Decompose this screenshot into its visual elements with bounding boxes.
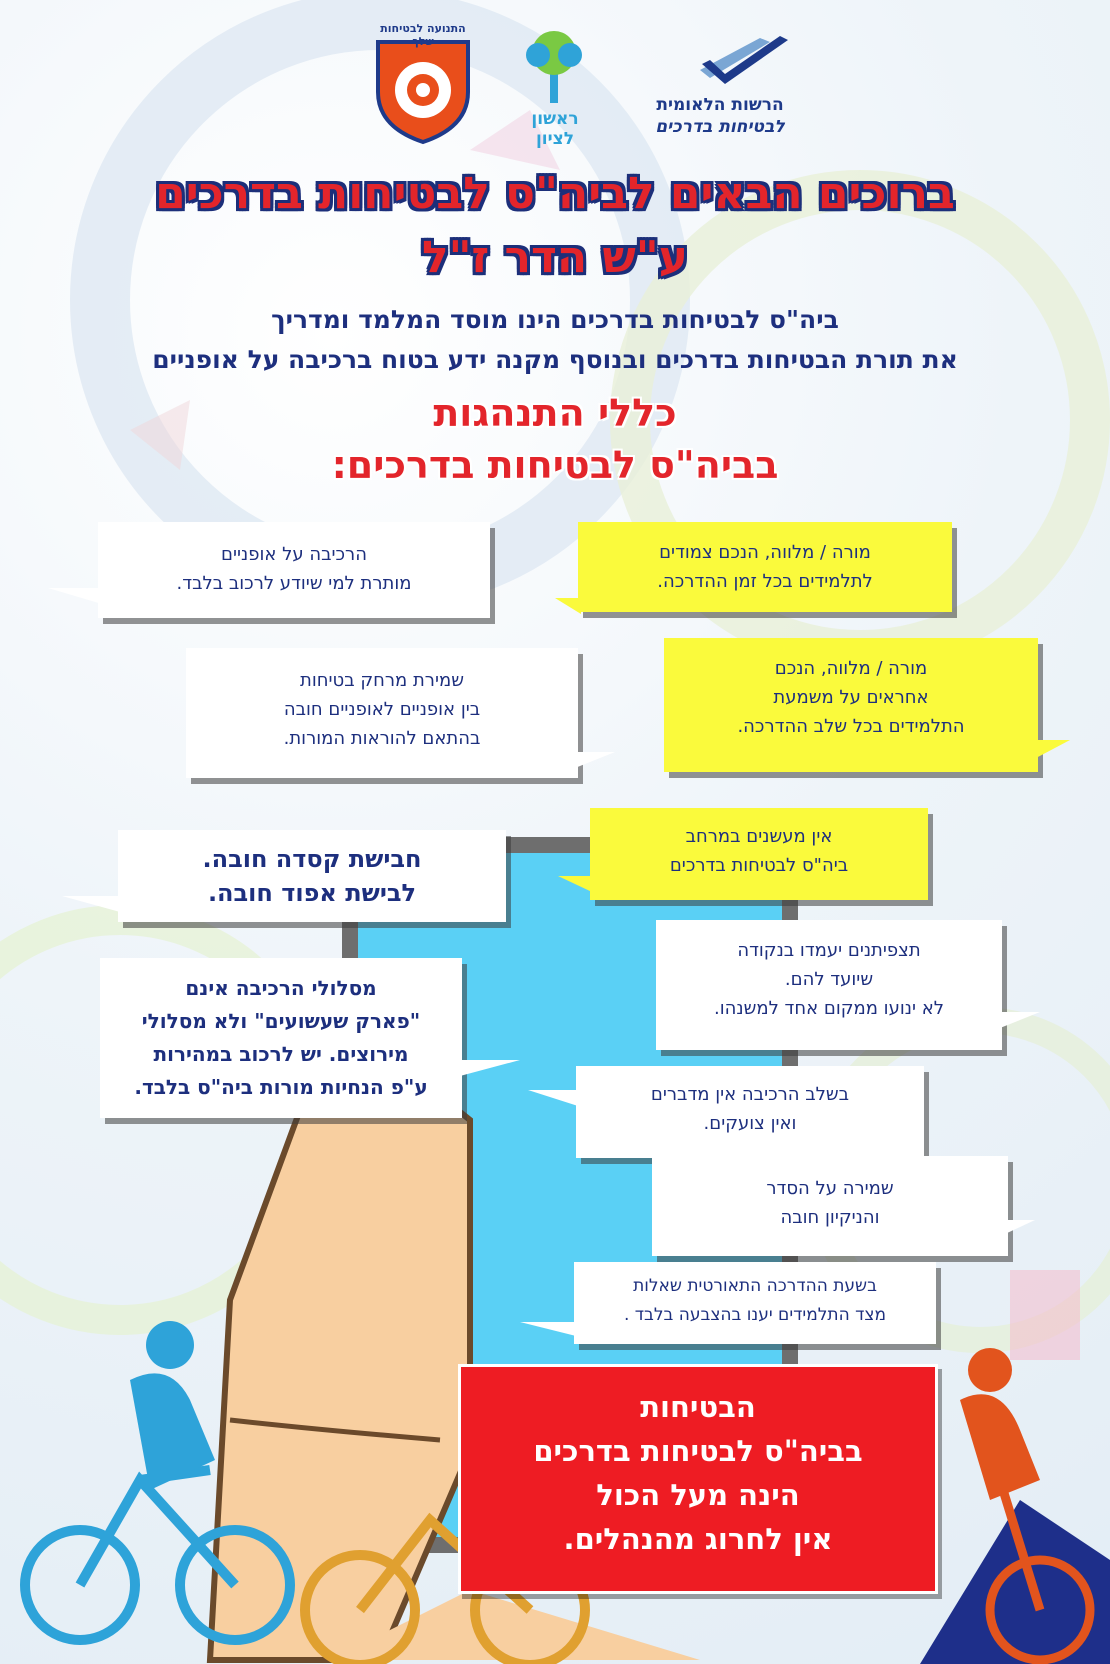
bubble-spectators-line2: שיועד להם.: [784, 969, 874, 990]
rishon-lezion-logo: ראשון לציון: [510, 25, 600, 155]
bubble-questions-line1: בשעת ההדרכה התאורטית שאלות: [633, 1276, 877, 1296]
bubble-routes-line1: מסלולי הרכיבה אינם: [185, 976, 377, 1000]
bubble-questions-line2: מצד התלמידים יענו בהצבעה בלבד .: [623, 1305, 887, 1325]
final-line1: הבטיחות: [640, 1390, 756, 1424]
bubble-routes-line4: ע"פ הנחיות מורות ביה"ס בלבד.: [134, 1075, 428, 1099]
bubble-teacher-responsible: מורה / מלווה, הנכם אחראים על משמעת התלמי…: [664, 638, 1038, 772]
checkmark-road-icon: [700, 36, 788, 84]
bubble-order-line2: והניקיון חובה: [780, 1207, 880, 1228]
final-line2: בביה"ס לבטיחות בדרכים: [533, 1434, 863, 1468]
bubble-teacher-responsible-line2: אחראים על משמעת: [773, 687, 929, 708]
bubble-teacher-escort-line2: לתלמידים בכל זמן ההדרכה.: [657, 571, 873, 592]
bubble-teacher-responsible-line1: מורה / מלווה, הנכם: [774, 658, 928, 679]
bubble-safe-distance-line2: בין אופניים לאופניים חובה: [283, 699, 481, 720]
bubble-spectators-line3: לא ינועו ממקום אחד למשנהו.: [714, 998, 944, 1019]
bubble-no-talking-line2: ואין צועקים.: [703, 1113, 797, 1134]
bubble-spectators: תצפיתנים יעמדו בנקודה שיועד להם. לא ינוע…: [656, 920, 1002, 1050]
bubble-no-talking-line1: בשלב הרכיבה אין מדברים: [650, 1084, 850, 1105]
bubble-no-smoking-line2: ביה"ס לבטיחות בדרכים: [669, 855, 849, 876]
cyclist-left-body: [130, 1373, 215, 1490]
tree-icon: [526, 31, 582, 103]
national-authority-logo: הרשות הלאומית לבטיחות בדרכים: [610, 30, 830, 150]
final-line3: הינה מעל הכול: [596, 1478, 800, 1512]
bubble-safe-distance: שמירת מרחק בטיחות בין אופניים לאופניים ח…: [186, 648, 578, 778]
bubble-spectators-line1: תצפיתנים יעמדו בנקודה: [737, 940, 921, 961]
final-safety-box: הבטיחות בביה"ס לבטיחות בדרכים הינה מעל ה…: [458, 1364, 938, 1594]
rules-title-line2: בביה"ס לבטיחות בדרכים:: [331, 443, 779, 487]
shield-logo-text: התנועה לבטיחות שלך: [380, 22, 466, 48]
bubble-no-smoking: אין מעשנים במרחב ביה"ס לבטיחות בדרכים: [590, 808, 928, 900]
bubble-teacher-responsible-line3: התלמידים בכל שלב ההדרכה.: [737, 716, 965, 737]
bubble-teacher-escort: מורה / מלווה, הנכם צמודים לתלמידים בכל ז…: [578, 522, 952, 612]
title-line2: ע"ש הדר ז"ל: [422, 232, 688, 283]
bubble-routes: מסלולי הרכיבה אינם "פארק שעשועים" ולא מס…: [100, 958, 462, 1118]
bubble-order-line1: שמירה על הסדר: [766, 1178, 894, 1199]
rishon-lezion-line1: ראשון: [531, 109, 579, 129]
bubble-riding-allowed: הרכיבה על אופניים מותרת למי שיודע לרכוב …: [98, 522, 490, 618]
national-authority-line1: הרשות הלאומית: [656, 95, 784, 115]
bubble-helmet: חבישת קסדה חובה. לבישת אפוד חובה.: [118, 830, 506, 922]
title-line1: ברוכים הבאים לביה"ס לבטיחות בדרכים: [155, 168, 955, 219]
bubble-helmet-line1: חבישת קסדה חובה.: [202, 845, 422, 873]
rishon-lezion-line2: לציון: [535, 129, 575, 149]
bubble-order: שמירה על הסדר והניקיון חובה: [652, 1156, 1008, 1256]
national-authority-line2: לבטיחות בדרכים: [655, 117, 785, 137]
shield-icon: [376, 40, 470, 145]
bubble-teacher-escort-line1: מורה / מלווה, הנכם צמודים: [659, 542, 871, 563]
shield-logo: התנועה לבטיחות שלך: [368, 22, 478, 147]
hand: [206, 1071, 473, 1663]
bubble-no-talking: בשלב הרכיבה אין מדברים ואין צועקים.: [576, 1066, 924, 1158]
bubble-routes-line2: "פארק שעשועים" ולא מסלולי: [141, 1009, 421, 1033]
bubble-helmet-line2: לבישת אפוד חובה.: [207, 879, 417, 907]
bubble-routes-line3: מירוצים. יש לרכוב במהירות: [153, 1042, 409, 1066]
bubble-safe-distance-line3: בהתאם להוראות המורות.: [283, 728, 481, 749]
bubble-riding-allowed-line1: הרכיבה על אופניים: [221, 544, 367, 565]
final-line4: אין לחרוג מהנהלים.: [563, 1522, 833, 1556]
bubble-riding-allowed-line2: מותרת למי שיודע לרכוב בלבד.: [176, 573, 412, 594]
cyclist-right: [985, 1478, 1095, 1664]
intro-line2: את תורת הבטיחות בדרכים ובנוסף מקנה ידע ב…: [152, 345, 958, 374]
bubble-no-smoking-line1: אין מעשנים במרחב: [685, 826, 833, 847]
bubble-safe-distance-line1: שמירת מרחק בטיחות: [300, 670, 464, 691]
intro-line1: ביה"ס לבטיחות בדרכים הינו מוסד המלמד ומד…: [271, 305, 839, 334]
cyclist-right-body: [960, 1394, 1040, 1500]
bubble-questions: בשעת ההדרכה התאורטית שאלות מצד התלמידים …: [574, 1262, 936, 1344]
rules-title-line1: כללי התנהגות: [433, 391, 677, 435]
